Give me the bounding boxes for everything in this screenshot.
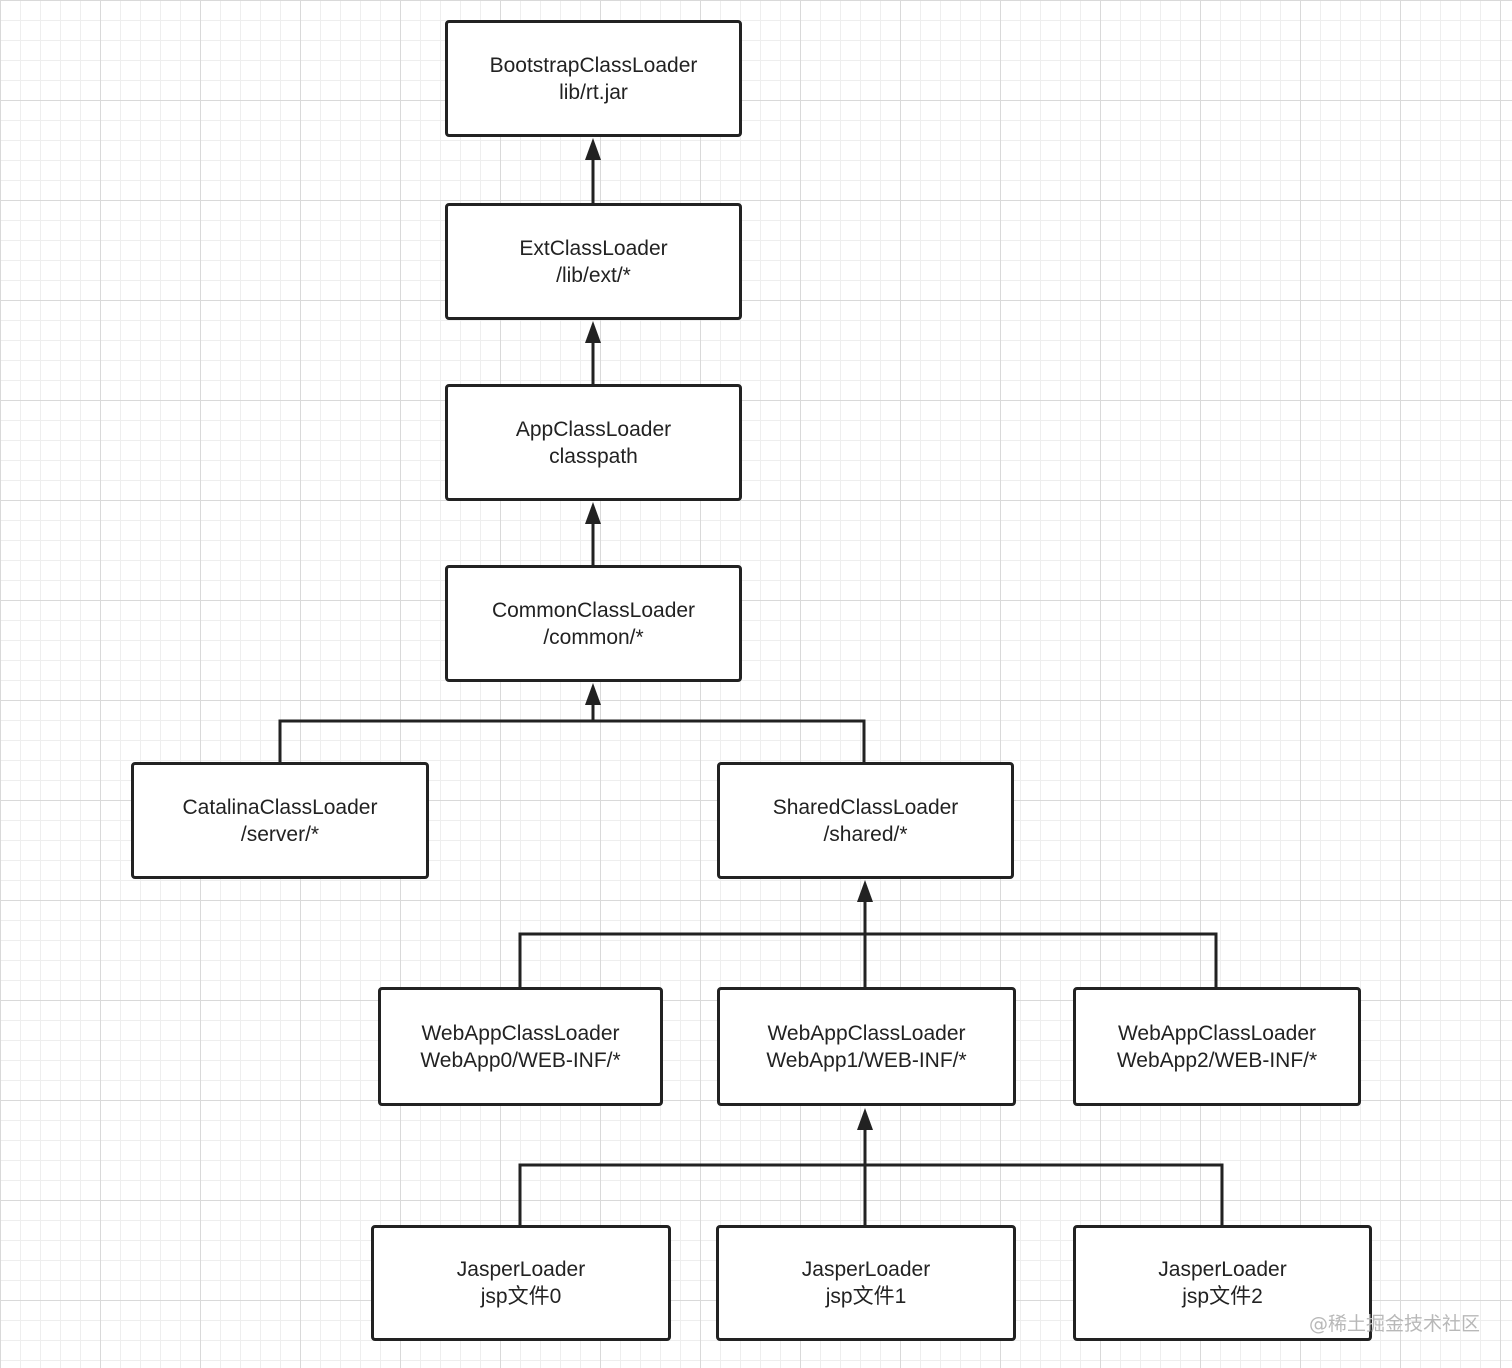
edge-jaspers-to-webapp1 bbox=[518, 1163, 1224, 1225]
node-path: WebApp1/WEB-INF/* bbox=[766, 1048, 967, 1072]
node-path: jsp文件0 bbox=[480, 1285, 562, 1308]
node-common-classloader: CommonClassLoader /common/* bbox=[445, 565, 742, 682]
node-jasper-loader-0: JasperLoader jsp文件0 bbox=[371, 1225, 671, 1341]
arrowhead-webapp1 bbox=[857, 1108, 873, 1130]
node-path: /lib/ext/* bbox=[556, 263, 631, 287]
node-path: classpath bbox=[549, 444, 638, 468]
node-webapp1-classloader: WebAppClassLoader WebApp1/WEB-INF/* bbox=[717, 987, 1016, 1106]
node-name: AppClassLoader bbox=[515, 417, 672, 441]
node-name: BootstrapClassLoader bbox=[489, 53, 698, 77]
node-jasper-loader-2: JasperLoader jsp文件2 bbox=[1073, 1225, 1372, 1341]
node-app-classloader: AppClassLoader classpath bbox=[445, 384, 742, 501]
node-catalina-classloader: CatalinaClassLoader /server/* bbox=[131, 762, 429, 879]
node-path: WebApp0/WEB-INF/* bbox=[420, 1048, 621, 1072]
node-name: CommonClassLoader bbox=[491, 598, 696, 622]
node-bootstrap-classloader: BootstrapClassLoader lib/rt.jar bbox=[445, 20, 742, 137]
node-name: JasperLoader bbox=[1158, 1258, 1287, 1281]
arrowhead-common bbox=[585, 683, 601, 705]
node-path: /shared/* bbox=[823, 822, 908, 846]
node-name: JasperLoader bbox=[456, 1258, 586, 1281]
node-name: CatalinaClassLoader bbox=[182, 795, 378, 819]
arrowhead-app bbox=[585, 502, 601, 524]
edge-webapps-to-shared bbox=[518, 932, 1218, 987]
edge-catalina-shared-to-common bbox=[278, 719, 866, 762]
node-name: JasperLoader bbox=[801, 1258, 931, 1281]
node-path: lib/rt.jar bbox=[559, 80, 628, 104]
node-name: SharedClassLoader bbox=[772, 795, 959, 819]
node-name: WebAppClassLoader bbox=[421, 1021, 620, 1045]
node-path: WebApp2/WEB-INF/* bbox=[1116, 1048, 1318, 1072]
node-jasper-loader-1: JasperLoader jsp文件1 bbox=[716, 1225, 1016, 1341]
arrowhead-bootstrap bbox=[585, 138, 601, 160]
node-webapp2-classloader: WebAppClassLoader WebApp2/WEB-INF/* bbox=[1073, 987, 1361, 1106]
arrowhead-ext bbox=[585, 321, 601, 343]
node-path: /server/* bbox=[240, 822, 320, 846]
node-path: jsp文件2 bbox=[1182, 1285, 1263, 1308]
node-name: WebAppClassLoader bbox=[767, 1021, 966, 1045]
node-name: ExtClassLoader bbox=[519, 236, 668, 260]
arrowhead-shared bbox=[857, 880, 873, 902]
node-webapp0-classloader: WebAppClassLoader WebApp0/WEB-INF/* bbox=[378, 987, 663, 1106]
node-path: jsp文件1 bbox=[825, 1285, 907, 1308]
node-shared-classloader: SharedClassLoader /shared/* bbox=[717, 762, 1014, 879]
node-name: WebAppClassLoader bbox=[1117, 1021, 1317, 1045]
node-ext-classloader: ExtClassLoader /lib/ext/* bbox=[445, 203, 742, 320]
watermark: @稀土掘金技术社区 bbox=[1308, 1313, 1480, 1335]
node-path: /common/* bbox=[543, 625, 644, 649]
